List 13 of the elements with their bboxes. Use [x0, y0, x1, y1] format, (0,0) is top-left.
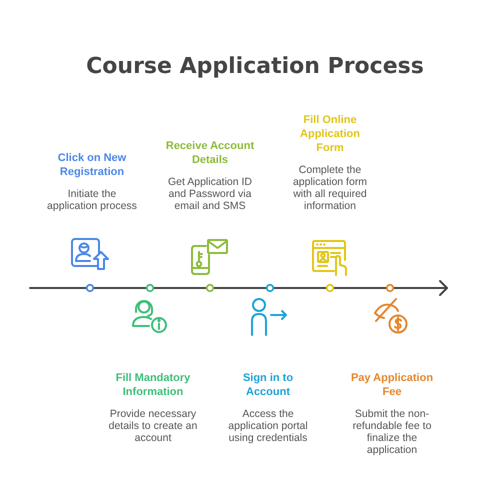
step-heading: Receive Account Details [164, 139, 256, 167]
step-description: Get Application ID and Password via email and SMS [166, 176, 254, 212]
step-description: Initiate the application process [46, 188, 138, 212]
step-description: Submit the non-refundable fee to finalize the application [352, 408, 432, 456]
step-description: Complete the application form with all required information [292, 164, 368, 212]
step-heading: Pay Application Fee [350, 371, 434, 399]
step-heading: Fill Mandatory Information [114, 371, 192, 399]
step-heading: Click on New Registration [56, 151, 128, 179]
step-heading: Fill Online Application Form [299, 113, 361, 155]
diagram-title: Course Application Process [85, 53, 425, 81]
step-heading: Sign in to Account [242, 371, 294, 399]
step-description: Access the application portal using credentials [227, 408, 309, 444]
step-description: Provide necessary details to create an account [108, 408, 198, 444]
